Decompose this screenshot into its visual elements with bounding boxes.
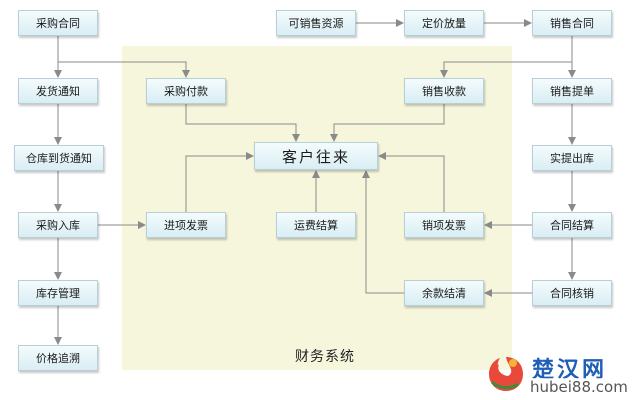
node-balance-clear: 余款结清 (404, 280, 484, 306)
finance-system-label: 财务系统 (295, 349, 355, 365)
node-contract-verify: 合同核销 (532, 280, 612, 306)
edge-output_invoice-to-customer (378, 152, 445, 212)
node-price-trace: 价格追溯 (18, 345, 98, 371)
node-arrival-notice: 仓库到货通知 (14, 145, 104, 171)
node-sales-contract: 销售合同 (532, 10, 612, 36)
watermark-url: hubei88.com (530, 378, 628, 396)
node-sales-pick: 销售提单 (532, 78, 612, 104)
node-output-invoice: 销项发票 (404, 212, 484, 238)
edge-purchase_contract-to-purchase_pay (58, 61, 190, 78)
node-input-invoice: 进项发票 (146, 212, 226, 238)
watermark-logo-icon (489, 357, 523, 391)
watermark: 楚汉网 hubei88.com (478, 352, 640, 400)
edge-input_invoice-to-customer (185, 152, 254, 212)
node-sellable-resources: 可销售资源 (276, 10, 356, 36)
node-contract-settle: 合同结算 (532, 212, 612, 238)
node-sales-receive: 销售收款 (404, 78, 484, 104)
edge-balance_clear-to-customer (362, 170, 404, 294)
node-purchase-pay: 采购付款 (146, 78, 226, 104)
node-customer: 客户往来 (254, 142, 378, 170)
node-inventory: 库存管理 (18, 280, 98, 306)
node-freight: 运费结算 (276, 212, 356, 238)
node-actual-out: 实提出库 (532, 145, 612, 171)
edge-sales_contract-to-sales_receive (440, 61, 572, 78)
node-ship-notice: 发货通知 (18, 78, 98, 104)
node-purchase-contract: 采购合同 (18, 10, 98, 36)
node-purchase-in: 采购入库 (18, 212, 98, 238)
node-pricing: 定价放量 (404, 10, 484, 36)
edge-purchase_pay-to-customer (185, 104, 300, 142)
edge-sales_receive-to-customer (330, 104, 445, 142)
